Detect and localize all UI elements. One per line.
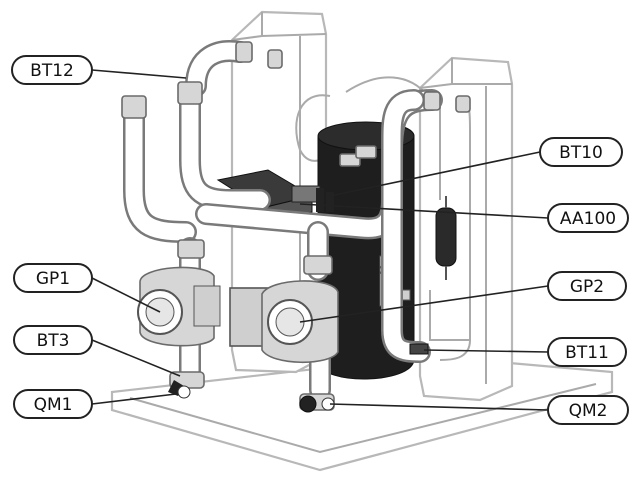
callout-bt10: BT10: [539, 137, 623, 167]
leader-qm2: [329, 403, 549, 411]
qm2-valve: [299, 393, 335, 413]
callout-bt3: BT3: [13, 325, 93, 355]
leader-qm1: [91, 393, 177, 405]
callout-qm2: QM2: [547, 395, 629, 425]
leader-bt3: [91, 339, 181, 377]
bt11-sensor: [409, 343, 429, 355]
leader-lines: [91, 69, 549, 411]
fitting-top-left: [121, 95, 147, 119]
label-aa100: AA100: [560, 209, 616, 229]
label-bt10: BT10: [559, 143, 603, 163]
fitting-top-bt12: [177, 81, 203, 105]
right-heat-exchanger: [418, 56, 514, 402]
label-bt11: BT11: [565, 343, 609, 363]
callout-bt12: BT12: [11, 55, 93, 85]
callout-qm1: QM1: [13, 389, 93, 419]
leader-aa100: [299, 203, 549, 219]
gp1-pump: [137, 239, 221, 347]
leader-bt11: [423, 349, 549, 353]
label-bt12: BT12: [30, 61, 74, 81]
callout-aa100: AA100: [547, 203, 629, 233]
module-illustration: [110, 10, 614, 472]
callout-gp2: GP2: [547, 271, 627, 301]
filter-dryer: [435, 207, 457, 267]
label-gp2: GP2: [570, 277, 604, 297]
label-bt3: BT3: [37, 331, 70, 351]
leader-gp1: [91, 277, 161, 313]
leader-bt10: [329, 151, 541, 197]
callout-gp1: GP1: [13, 263, 93, 293]
label-qm1: QM1: [34, 395, 73, 415]
label-qm2: QM2: [569, 401, 608, 421]
leader-bt12: [91, 69, 187, 79]
label-gp1: GP1: [36, 269, 70, 289]
callout-bt11: BT11: [547, 337, 627, 367]
leader-gp2: [299, 285, 549, 323]
bt10-sensor: [316, 188, 334, 212]
